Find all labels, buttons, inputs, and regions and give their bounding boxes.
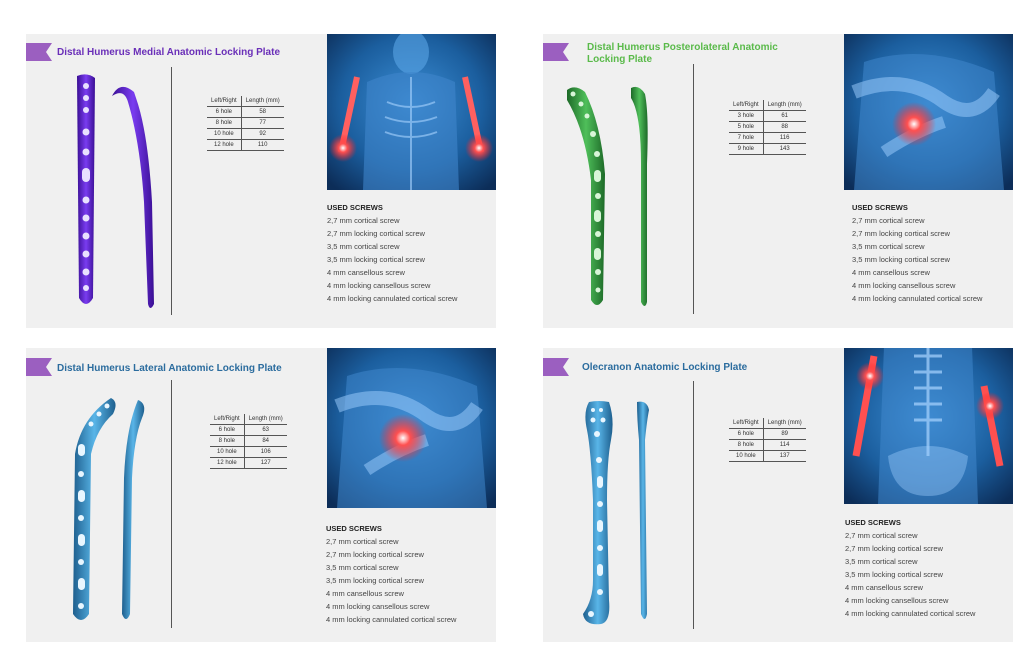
- divider: [693, 64, 694, 314]
- list-item: 3,5 mm locking cortical screw: [845, 570, 943, 579]
- list-item: 2,7 mm cortical screw: [327, 216, 400, 225]
- used-screws-list: USED SCREWS 2,7 mm cortical screw 2,7 mm…: [845, 516, 975, 620]
- used-screws-heading: USED SCREWS: [326, 524, 382, 533]
- plate-side-image: [637, 401, 649, 619]
- col-left-right: Left/Right: [729, 418, 764, 429]
- list-item: 2,7 mm cortical screw: [852, 216, 925, 225]
- list-item: 2,7 mm locking cortical screw: [326, 550, 424, 559]
- panel-title: Distal Humerus Posterolateral Anatomic L…: [587, 42, 778, 65]
- list-item: 3,5 mm cortical screw: [326, 563, 399, 572]
- flag-icon: [543, 43, 569, 61]
- xray-photo: [844, 34, 1013, 190]
- divider: [693, 381, 694, 629]
- list-item: 2,7 mm cortical screw: [845, 531, 918, 540]
- list-item: 4 mm locking cansellous screw: [852, 281, 956, 290]
- list-item: 2,7 mm cortical screw: [326, 537, 399, 546]
- panel-lateral: Distal Humerus Lateral Anatomic Locking …: [26, 348, 496, 642]
- list-item: 3,5 mm locking cortical screw: [327, 255, 425, 264]
- list-item: 4 mm cansellous screw: [327, 268, 405, 277]
- plate-side-image: [631, 86, 648, 306]
- list-item: 3,5 mm cortical screw: [852, 242, 925, 251]
- list-item: 4 mm locking cansellous screw: [326, 602, 430, 611]
- col-left-right: Left/Right: [729, 100, 764, 111]
- list-item: 4 mm locking cannulated cortical screw: [845, 609, 976, 618]
- plate-side-image: [112, 86, 154, 308]
- xray-photo: [844, 348, 1013, 504]
- plate-side-image: [122, 400, 145, 619]
- list-item: 3,5 mm cortical screw: [845, 557, 918, 566]
- flag-icon: [543, 358, 569, 376]
- list-item: 4 mm locking cannulated cortical screw: [852, 294, 983, 303]
- plate-front-image: [73, 398, 116, 620]
- panel-olecranon: Olecranon Anatomic Locking Plate Left/Ri…: [543, 348, 1013, 642]
- xray-photo: [327, 348, 496, 508]
- panel-posterolateral: Distal Humerus Posterolateral Anatomic L…: [543, 34, 1013, 328]
- list-item: 3,5 mm cortical screw: [327, 242, 400, 251]
- xray-photo: [327, 34, 496, 190]
- list-item: 4 mm cansellous screw: [845, 583, 923, 592]
- list-item: 2,7 mm locking cortical screw: [852, 229, 950, 238]
- panel-title: Distal Humerus Medial Anatomic Locking P…: [57, 47, 281, 58]
- plate-front-image: [77, 74, 95, 305]
- list-item: 3,5 mm locking cortical screw: [852, 255, 950, 264]
- used-screws-heading: USED SCREWS: [845, 518, 901, 527]
- flag-icon: [26, 43, 52, 61]
- flag-icon: [26, 358, 52, 376]
- list-item: 2,7 mm locking cortical screw: [327, 229, 425, 238]
- col-left-right: Left/Right: [207, 96, 242, 107]
- list-item: 2,7 mm locking cortical screw: [845, 544, 943, 553]
- panel-medial: Distal Humerus Medial Anatomic Locking P…: [26, 34, 496, 328]
- list-item: 4 mm locking cannulated cortical screw: [326, 615, 457, 624]
- col-left-right: Left/Right: [210, 414, 245, 425]
- list-item: 4 mm locking cansellous screw: [845, 596, 949, 605]
- plate-front-image: [583, 401, 613, 625]
- col-length: Length (mm): [763, 100, 806, 111]
- list-item: 3,5 mm locking cortical screw: [326, 576, 424, 585]
- list-item: 4 mm cansellous screw: [326, 589, 404, 598]
- divider: [171, 380, 172, 628]
- col-length: Length (mm): [763, 418, 806, 429]
- col-length: Length (mm): [244, 414, 287, 425]
- panel-title: Distal Humerus Lateral Anatomic Locking …: [57, 363, 282, 374]
- divider: [171, 67, 172, 315]
- list-item: 4 mm locking cansellous screw: [327, 281, 431, 290]
- list-item: 4 mm locking cannulated cortical screw: [327, 294, 458, 303]
- col-length: Length (mm): [241, 96, 284, 107]
- used-screws-heading: USED SCREWS: [852, 203, 908, 212]
- plate-front-image: [567, 87, 605, 305]
- list-item: 4 mm cansellous screw: [852, 268, 930, 277]
- used-screws-heading: USED SCREWS: [327, 203, 383, 212]
- used-screws-list: USED SCREWS 2,7 mm cortical screw 2,7 mm…: [852, 201, 982, 305]
- panel-title: Olecranon Anatomic Locking Plate: [582, 362, 748, 373]
- used-screws-list: USED SCREWS 2,7 mm cortical screw 2,7 mm…: [327, 201, 457, 305]
- used-screws-list: USED SCREWS 2,7 mm cortical screw 2,7 mm…: [326, 522, 456, 626]
